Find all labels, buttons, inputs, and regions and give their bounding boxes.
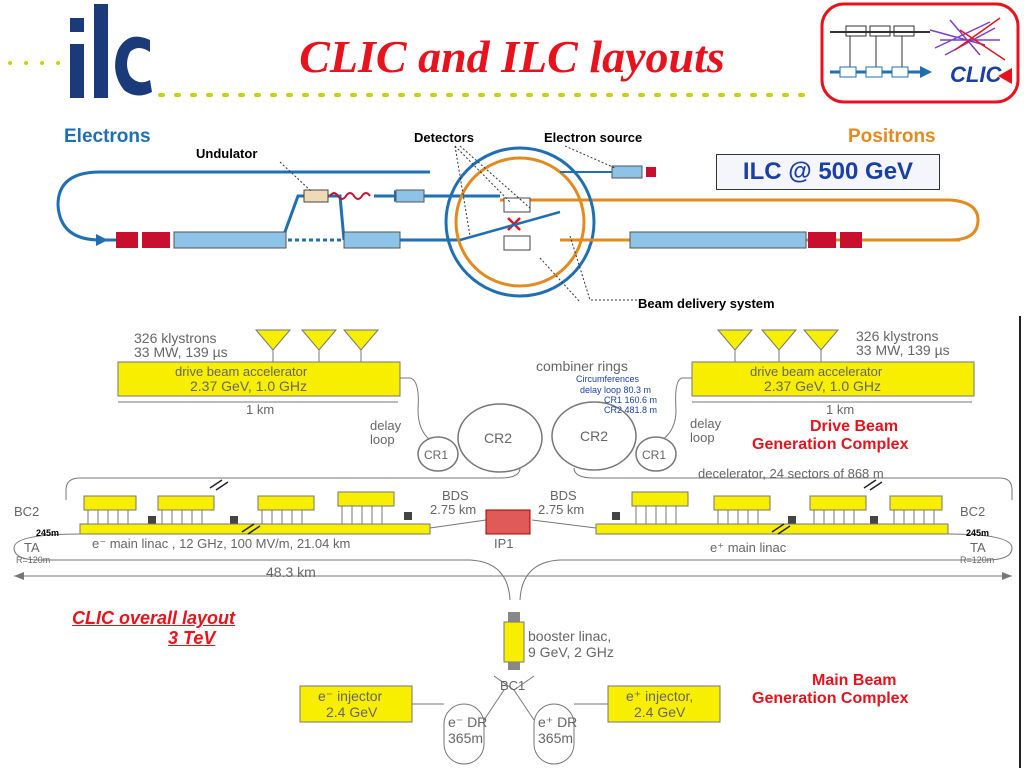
ta-right: TA — [970, 540, 986, 555]
main-linac-left: e⁻ main linac , 12 GHz, 100 MV/m, 21.04 … — [92, 536, 351, 551]
cr1-right: CR1 — [642, 448, 667, 462]
dba-right-1: drive beam accelerator — [750, 364, 883, 379]
bds-left-len: 2.75 km — [430, 502, 477, 517]
bc1-label: BC1 — [500, 678, 526, 693]
bds-left: BDS — [442, 488, 469, 503]
ta-left: TA — [24, 540, 40, 555]
km-left: 1 km — [246, 402, 275, 417]
clic-diagram — [13, 316, 1021, 768]
main-beam-title-1: Main Beam — [812, 672, 897, 689]
circumferences-label: Circumferences — [576, 374, 640, 384]
dba-right-2: 2.37 GeV, 1.0 GHz — [764, 378, 881, 394]
ilc-diagram — [56, 145, 980, 303]
cr1-left: CR1 — [424, 448, 449, 462]
total-length: 48.3 km — [266, 564, 316, 580]
dba-left-1: drive beam accelerator — [175, 364, 308, 379]
ilc-electron-source-label: Electron source — [544, 130, 643, 145]
bc2-right: BC2 — [960, 504, 986, 519]
ilc-positrons-label: Positrons — [848, 126, 936, 147]
combiner-rings-label: combiner rings — [536, 358, 628, 374]
r120-right: R=120m — [960, 555, 995, 565]
klystrons-right-1: 326 klystrons — [856, 328, 939, 344]
ilc-electrons-label: Electrons — [64, 126, 151, 147]
header-dots — [8, 61, 60, 65]
dr-left-2: 365m — [448, 730, 484, 746]
clic-overall-1: CLIC overall layout — [72, 608, 236, 628]
ilc-undulator-label: Undulator — [196, 146, 258, 161]
inj-right-2: 2.4 GeV — [634, 704, 686, 720]
delay-right-1: delay — [690, 416, 722, 431]
cr1-circ: CR1 160.6 m — [604, 395, 658, 405]
dba-left-2: 2.37 GeV, 1.0 GHz — [190, 378, 307, 394]
bds-right: BDS — [550, 488, 577, 503]
ilc-beam-delivery-label: Beam delivery system — [638, 296, 775, 311]
clic-logo-text: CLIC — [950, 62, 1002, 87]
booster-2: 9 GeV, 2 GHz — [528, 644, 614, 660]
booster-1: booster linac, — [528, 628, 612, 644]
delay-loop-circ: delay loop 80.3 m — [580, 385, 652, 395]
drive-beam-title-2: Generation Complex — [752, 436, 909, 453]
cr2-right: CR2 — [580, 428, 609, 444]
slide-title: CLIC and ILC layouts — [299, 31, 725, 82]
bc2-left: BC2 — [14, 504, 40, 519]
dr-right-1: e⁺ DR — [538, 714, 578, 730]
delay-right-2: loop — [690, 430, 715, 445]
delay-left-2: loop — [370, 432, 395, 447]
inj-left-2: 2.4 GeV — [326, 704, 378, 720]
cr2-left: CR2 — [484, 430, 513, 446]
delay-left-1: delay — [370, 418, 402, 433]
r120-left: R=120m — [16, 555, 51, 565]
cr2-circ: CR2 481.8 m — [604, 405, 658, 415]
klystrons-left-2: 33 MW, 139 µs — [134, 344, 228, 360]
dr-left-1: e⁻ DR — [448, 714, 488, 730]
ilc-logo — [70, 4, 152, 98]
len245-right: 245m — [966, 528, 990, 538]
klystrons-right-2: 33 MW, 139 µs — [856, 342, 950, 358]
main-beam-title-2: Generation Complex — [752, 690, 909, 707]
clic-overall-2: 3 TeV — [168, 628, 216, 648]
km-right: 1 km — [826, 402, 855, 417]
decelerator-label: decelerator, 24 sectors of 868 m — [698, 466, 884, 481]
ip-label: IP1 — [494, 536, 514, 551]
ilc-energy-badge: ILC @ 500 GeV — [716, 154, 940, 190]
klystrons-left-1: 326 klystrons — [134, 330, 217, 346]
bds-right-len: 2.75 km — [538, 502, 585, 517]
dr-right-2: 365m — [538, 730, 574, 746]
inj-left-1: e⁻ injector — [318, 688, 383, 704]
drive-beam-title-1: Drive Beam — [810, 418, 899, 435]
inj-right-1: e⁺ injector, — [626, 688, 694, 704]
ilc-detectors-label: Detectors — [414, 130, 474, 145]
clic-logo — [820, 2, 1020, 104]
main-linac-right: e⁺ main linac — [710, 540, 787, 555]
len245-left: 245m — [36, 528, 60, 538]
